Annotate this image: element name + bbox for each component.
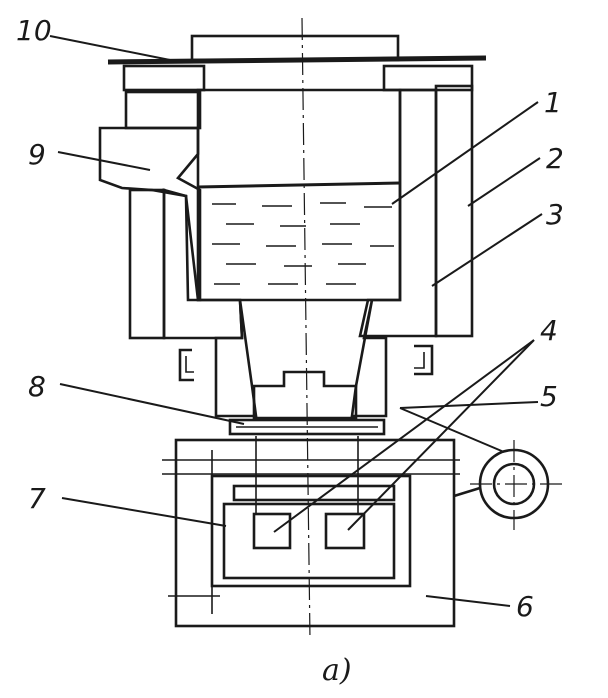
- mould-core-top: [232, 484, 396, 502]
- center-axis: [301, 17, 311, 641]
- leader-6: [425, 595, 511, 607]
- label-4: 4: [540, 314, 558, 347]
- crucible-cavity: [196, 88, 402, 302]
- cover-assembly: [107, 34, 487, 92]
- right-casing: [434, 84, 474, 338]
- mould-box: [162, 436, 550, 628]
- left-bracket: [178, 348, 194, 382]
- leader-4b: [347, 339, 535, 531]
- leader-3: [431, 213, 543, 287]
- top-plug-block: [190, 34, 400, 62]
- label-6: 6: [516, 590, 534, 623]
- label-2: 2: [546, 142, 564, 175]
- leader-5b: [399, 407, 505, 453]
- leader-10: [49, 35, 171, 61]
- leader-9: [57, 151, 151, 171]
- channel-block: [252, 370, 358, 420]
- leader-8: [59, 383, 245, 425]
- right-bracket-inner: [414, 352, 425, 369]
- cover-left-block: [122, 64, 206, 92]
- leader-2: [467, 157, 541, 207]
- label-3: 3: [546, 198, 564, 231]
- mould-inner-frame: [210, 474, 412, 588]
- label-8: 8: [28, 370, 46, 403]
- left-bracket-inner: [185, 356, 194, 373]
- leader-4a: [273, 339, 535, 533]
- label-10: 10: [16, 14, 52, 47]
- neck-left-refractory: [214, 299, 258, 418]
- leader-1: [391, 101, 539, 205]
- label-9: 9: [28, 138, 46, 171]
- leader-5: [399, 401, 539, 409]
- cover-plate-line: [107, 55, 487, 65]
- left-casing: [128, 188, 166, 340]
- mould-sand: [222, 502, 396, 580]
- neck-assembly: [178, 299, 434, 436]
- upper-furnace-body: [98, 84, 474, 340]
- label-5: 5: [540, 380, 558, 413]
- molten-metal: [212, 202, 394, 285]
- right-bracket: [414, 344, 434, 376]
- label-1: 1: [544, 86, 562, 119]
- casting-cavity-right: [324, 512, 366, 550]
- pivot-arm: [453, 486, 481, 498]
- figure-caption: a): [322, 653, 352, 688]
- leader-lines: [49, 35, 543, 607]
- mould-frame: [174, 438, 456, 628]
- melt-surface: [197, 181, 401, 189]
- pouring-spout: [98, 126, 202, 302]
- leader-7: [61, 497, 227, 527]
- casting-cavity-left: [252, 512, 292, 550]
- left-refractory-top: [124, 90, 202, 130]
- label-7: 7: [28, 482, 46, 515]
